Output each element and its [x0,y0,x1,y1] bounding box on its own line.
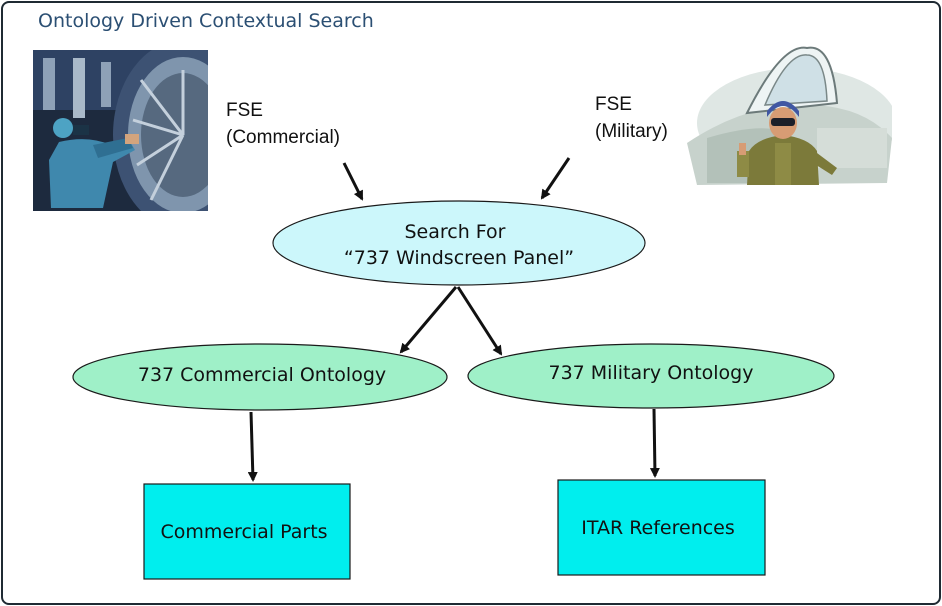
commercial-ontology-ellipse [72,343,448,411]
search-line2: “737 Windscreen Panel” [343,247,575,269]
itar-references-box [557,479,766,576]
fse-military-line1: FSE [595,94,632,115]
search-text: Search For “737 Windscreen Panel” [273,219,645,271]
fse-commercial-line1: FSE [226,100,263,121]
commercial-ontology-label: 737 Commercial Ontology [137,364,387,386]
fse-military-line2: (Military) [595,121,668,142]
mechanic-illustration [33,50,208,211]
fse-commercial-line2: (Commercial) [226,127,340,148]
arrow-military-to-search [540,157,571,200]
commercial-parts-label: Commercial Parts [160,521,328,543]
arrow-search-to-military-ontology [456,286,503,356]
arrow-commercial-to-search [342,162,364,201]
fse-commercial-label: FSE (Commercial) [226,97,340,151]
arrow-search-to-commercial-ontology [399,286,458,354]
arrow-military-ontology-to-itar [649,408,660,478]
military-ontology-ellipse [467,343,835,409]
slide-title: Ontology Driven Contextual Search [38,10,374,32]
military-ontology-label: 737 Military Ontology [548,362,754,384]
pilot-illustration [687,46,892,185]
itar-references-label: ITAR References [581,517,735,539]
commercial-parts-box [143,483,351,580]
search-ellipse [272,200,646,286]
fse-military-label: FSE (Military) [595,91,668,145]
search-line1: Search For [404,221,506,243]
arrow-commercial-ontology-to-parts [247,411,258,482]
